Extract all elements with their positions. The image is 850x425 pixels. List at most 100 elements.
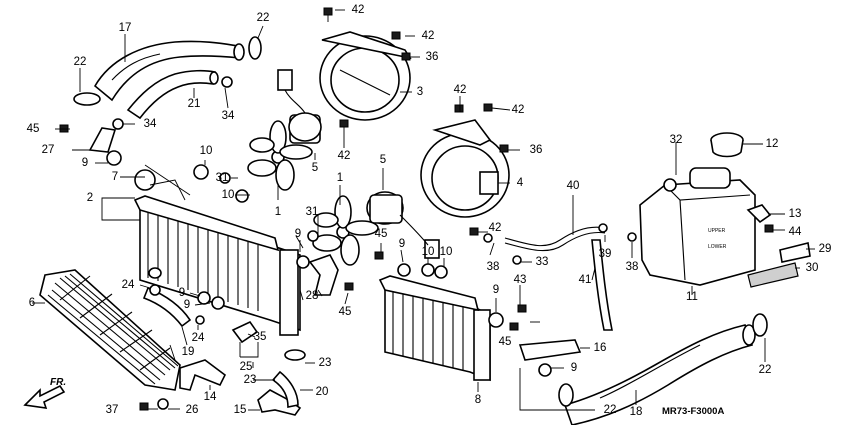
right-radiator-assembly (378, 275, 491, 382)
callout-11: 11 (686, 291, 698, 303)
callout-10: 10 (200, 145, 213, 157)
callout-45: 45 (375, 228, 388, 240)
callout-9: 9 (571, 362, 577, 374)
callout-22: 22 (257, 12, 270, 24)
callout-33: 33 (536, 256, 549, 268)
callout-22: 22 (74, 56, 87, 68)
callout-41: 41 (579, 274, 592, 286)
callout-1: 1 (275, 206, 281, 218)
hose-clamps (73, 36, 768, 407)
callout-2: 2 (87, 192, 93, 204)
callout-32: 32 (670, 134, 683, 146)
callout-23: 23 (244, 374, 257, 386)
fan-motor-lower (366, 191, 440, 259)
radiator-grille (39, 269, 181, 391)
callout-24: 24 (192, 332, 205, 344)
callout-1: 1 (337, 172, 343, 184)
callout-8: 8 (475, 394, 481, 406)
fan-motor-upper (277, 69, 322, 144)
diagram-code: MR73-F3000A (662, 406, 724, 417)
callout-10: 10 (440, 246, 453, 258)
callout-36: 36 (426, 51, 439, 63)
callout-22: 22 (759, 364, 772, 376)
callout-10: 10 (422, 246, 435, 258)
leader-lines (32, 9, 815, 411)
callout-42: 42 (338, 150, 351, 162)
callout-36: 36 (530, 144, 543, 156)
callout-7: 7 (112, 171, 118, 183)
bolts-and-fasteners (59, 7, 774, 411)
callout-3: 3 (417, 86, 423, 98)
callout-28: 28 (306, 290, 319, 302)
front-arrow-icon (23, 384, 66, 409)
hose-19 (142, 286, 192, 328)
cooling-fan-lower (312, 195, 379, 266)
callout-18: 18 (630, 406, 643, 418)
callout-23: 23 (319, 357, 332, 369)
tank-label-upper: UPPER (708, 228, 726, 234)
bracket-14 (179, 359, 227, 391)
callout-14: 14 (204, 391, 217, 403)
callout-34: 34 (222, 110, 235, 122)
callout-42: 42 (422, 30, 435, 42)
callout-44: 44 (789, 226, 802, 238)
callout-24: 24 (122, 279, 135, 291)
callout-5: 5 (380, 154, 386, 166)
callout-9: 9 (184, 299, 190, 311)
callout-42: 42 (489, 222, 502, 234)
callout-9: 9 (295, 228, 301, 240)
bracket-27 (88, 127, 117, 153)
callout-16: 16 (594, 342, 607, 354)
siphon-tube (591, 239, 613, 331)
callout-15: 15 (234, 404, 247, 416)
callout-13: 13 (789, 208, 802, 220)
callout-6: 6 (29, 297, 35, 309)
callout-42: 42 (454, 84, 467, 96)
callout-4: 4 (517, 177, 524, 189)
front-direction-indicator: FR. (23, 377, 66, 409)
callout-40: 40 (567, 180, 580, 192)
tank-label-lower: LOWER (708, 244, 727, 250)
radiator-hose-21 (126, 69, 219, 120)
caution-label-29 (779, 242, 811, 263)
fan-shroud-lower (420, 119, 510, 218)
bracket-13 (746, 204, 772, 224)
callout-17: 17 (119, 22, 132, 34)
left-radiator-assembly (133, 169, 301, 336)
bracket-15 (257, 389, 302, 416)
overflow-tube (504, 226, 606, 247)
callout-38: 38 (487, 261, 500, 273)
callout-35: 35 (254, 331, 267, 343)
callout-9: 9 (399, 238, 405, 250)
callout-42: 42 (352, 4, 365, 16)
lower-radiator-hose (563, 324, 756, 425)
cooling-fan-upper (247, 120, 313, 191)
thermo-switch (231, 320, 259, 344)
callout-22: 22 (604, 404, 617, 416)
callout-20: 20 (316, 386, 329, 398)
callout-29: 29 (819, 243, 832, 255)
callout-31: 31 (306, 206, 319, 218)
callout-9: 9 (179, 287, 185, 299)
callout-38: 38 (626, 261, 639, 273)
callout-34: 34 (144, 118, 157, 130)
upper-radiator-hose (93, 40, 245, 102)
callout-5: 5 (312, 162, 318, 174)
callout-numbers: 17 22 22 42 42 36 3 21 34 34 45 27 9 7 1… (27, 4, 832, 418)
callout-45: 45 (499, 336, 512, 348)
hose-20 (271, 370, 299, 408)
callout-9: 9 (82, 157, 88, 169)
callout-19: 19 (182, 346, 195, 358)
callout-10: 10 (222, 189, 235, 201)
fan-shroud-upper (319, 31, 412, 121)
callout-26: 26 (186, 404, 199, 416)
callout-37: 37 (106, 404, 119, 416)
caution-label-30 (747, 262, 799, 288)
callout-27: 27 (42, 144, 55, 156)
callout-30: 30 (806, 262, 819, 274)
callout-39: 39 (599, 248, 612, 260)
callout-45: 45 (27, 123, 40, 135)
reserve-tank-cap (710, 132, 744, 158)
front-label: FR. (50, 377, 66, 388)
